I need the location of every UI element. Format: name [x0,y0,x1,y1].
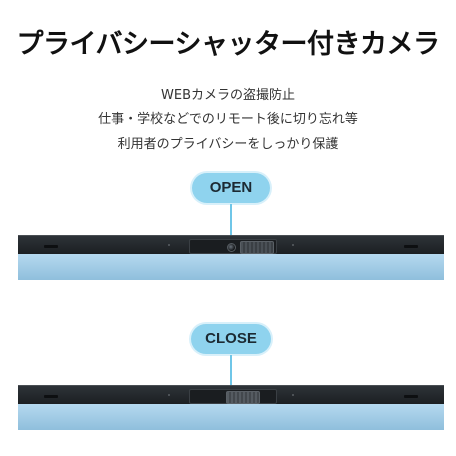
speaker-grille-icon [44,245,58,248]
laptop-screen-open [18,254,444,280]
sensor-dot [168,394,170,396]
speaker-grille-icon [44,395,58,398]
description-line-3: 利用者のプライバシーをしっかり保護 [117,137,339,152]
sensor-dot [292,244,294,246]
camera-shutter-slot [189,389,277,404]
laptop-bezel-open [18,235,444,254]
close-pointer-line [230,355,232,394]
open-pointer-line [230,204,232,243]
shutter-slider-icon[interactable] [226,391,260,404]
sensor-dot [292,394,294,396]
description-line-2: 仕事・学校などでのリモート後に切り忘れ等 [98,112,358,127]
shutter-slider-icon[interactable] [240,241,274,254]
open-label-badge: OPEN [192,173,270,203]
page-title: プライバシーシャッター付きカメラ [16,29,440,60]
camera-shutter-slot [189,239,277,254]
laptop-screen-closed [18,404,444,430]
sensor-dot [168,244,170,246]
speaker-grille-icon [404,245,418,248]
camera-lens-icon [227,243,236,252]
laptop-bezel-closed [18,385,444,404]
description-line-1: WEBカメラの盗撮防止 [161,88,295,103]
speaker-grille-icon [404,395,418,398]
close-label-badge: CLOSE [191,324,271,354]
